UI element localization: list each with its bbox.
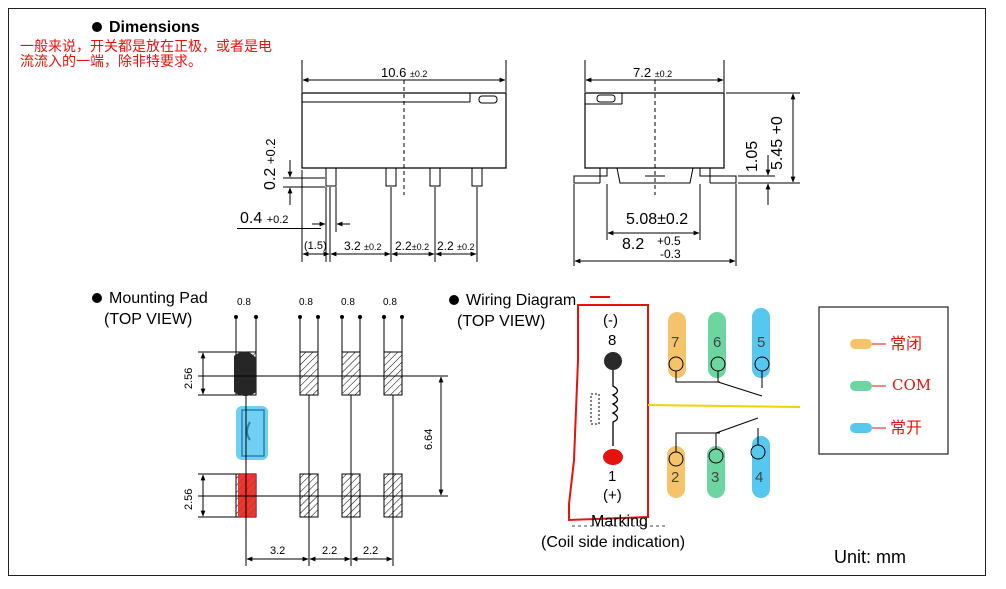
pad-pitch-c-label: 2.2 <box>363 545 379 557</box>
unit-label: Unit: mm <box>834 547 906 567</box>
com-mark-top <box>708 312 726 378</box>
pad-7 <box>299 351 319 396</box>
mounting-pad-title: Mounting Pad <box>109 290 208 307</box>
front-offset-label: (1.5) <box>304 240 327 252</box>
legend-label-no: 常开 <box>890 418 923 437</box>
front-pin <box>325 167 337 187</box>
mounting-pad-subtitle: (TOP VIEW) <box>104 311 193 328</box>
legend <box>818 306 949 455</box>
front-pitch-b-label: 2.2±0.2 <box>395 239 430 253</box>
pad-width-label: 0.8 <box>341 297 355 308</box>
side-total-span-plus: +0.5 <box>657 234 681 248</box>
side-total-span-label: 8.2 <box>622 236 645 253</box>
pin-width-underline <box>237 228 321 229</box>
side-view <box>573 60 800 266</box>
side-width-label: 7.2 ±0.2 <box>633 65 673 80</box>
pad-height-bottom-label: 2.56 <box>183 488 195 510</box>
pad-width-label: 0.8 <box>299 297 313 308</box>
nc-mark-bottom <box>667 446 685 498</box>
pad-pitch-b-label: 2.2 <box>322 545 338 557</box>
coil-plus-label: (+) <box>603 487 622 504</box>
drawing-frame <box>8 8 986 576</box>
side-height-b-label: 5.45 +0 <box>769 116 786 170</box>
wiring-title: Wiring Diagram <box>466 292 577 309</box>
coil-highlight-outline <box>568 304 649 522</box>
relay-body-side <box>584 92 725 169</box>
pin-6-label: 6 <box>713 334 722 351</box>
pin-3-label: 3 <box>711 469 720 486</box>
front-pin <box>385 167 397 187</box>
pin-4-label: 4 <box>755 469 764 486</box>
dimensions-title: Dimensions <box>109 19 200 36</box>
wiring-diagram <box>568 296 801 527</box>
annotation-note: 一般来说，开关都是放在正极，或者是电流流入的一端，除非特要求。 <box>20 39 272 70</box>
coil-minus-label: (-) <box>603 312 618 329</box>
pin-1-label: 1 <box>608 468 617 485</box>
pin-7-label: 7 <box>671 334 680 351</box>
side-height-a-label: 1.05 <box>744 140 761 172</box>
marking-note: (Coil side indication) <box>541 534 686 551</box>
pad-blue-mark <box>236 406 268 460</box>
front-pitch-c-label: 2.2 ±0.2 <box>437 239 475 253</box>
legend-label-com: COM <box>892 376 932 394</box>
bullet-icon <box>449 295 459 305</box>
no-mark-bottom <box>752 436 770 498</box>
front-pin <box>429 167 441 187</box>
pad-width-label: 0.8 <box>383 297 397 308</box>
bullet-icon <box>92 22 102 32</box>
pad-6 <box>341 351 361 396</box>
divider-line <box>647 404 801 408</box>
com-mark-bottom <box>707 446 725 498</box>
nc-mark-top <box>668 312 686 378</box>
side-total-span-minus: -0.3 <box>660 247 681 261</box>
front-view <box>283 60 507 262</box>
legend-label-nc: 常闭 <box>890 334 923 353</box>
coil-icon <box>611 370 619 446</box>
coil-terminal-8 <box>604 352 622 370</box>
front-pin <box>471 167 483 187</box>
front-pitch-a-label: 3.2 ±0.2 <box>344 239 382 253</box>
legend-swatch-nc <box>850 339 872 349</box>
legend-box <box>818 306 949 455</box>
bullet-icon <box>92 293 102 303</box>
pin-2-label: 2 <box>671 469 680 486</box>
coil-terminal-1 <box>603 449 623 465</box>
marking-label: Marking <box>591 513 648 530</box>
side-pin-span-label: 5.08±0.2 <box>626 211 689 228</box>
legend-swatch-com <box>850 381 872 391</box>
pin-5-label: 5 <box>757 334 766 351</box>
wiring-subtitle: (TOP VIEW) <box>457 313 546 330</box>
pad-height-top-label: 2.56 <box>183 367 195 389</box>
mounting-pad <box>198 315 448 566</box>
pad-5 <box>383 351 403 396</box>
row-span-label: 6.64 <box>423 428 435 450</box>
pad-width-label: 0.8 <box>237 297 251 308</box>
pin-width-label: 0.4 +0.2 <box>240 210 289 227</box>
pad-8-black-mark <box>234 351 256 396</box>
pin-height-label: 0.2 +0.2 <box>262 138 279 190</box>
legend-swatch-no <box>850 423 872 433</box>
pin-8-label: 8 <box>608 332 617 349</box>
front-width-label: 10.6 ±0.2 <box>381 65 428 80</box>
pad-pitch-a-label: 3.2 <box>270 545 286 557</box>
